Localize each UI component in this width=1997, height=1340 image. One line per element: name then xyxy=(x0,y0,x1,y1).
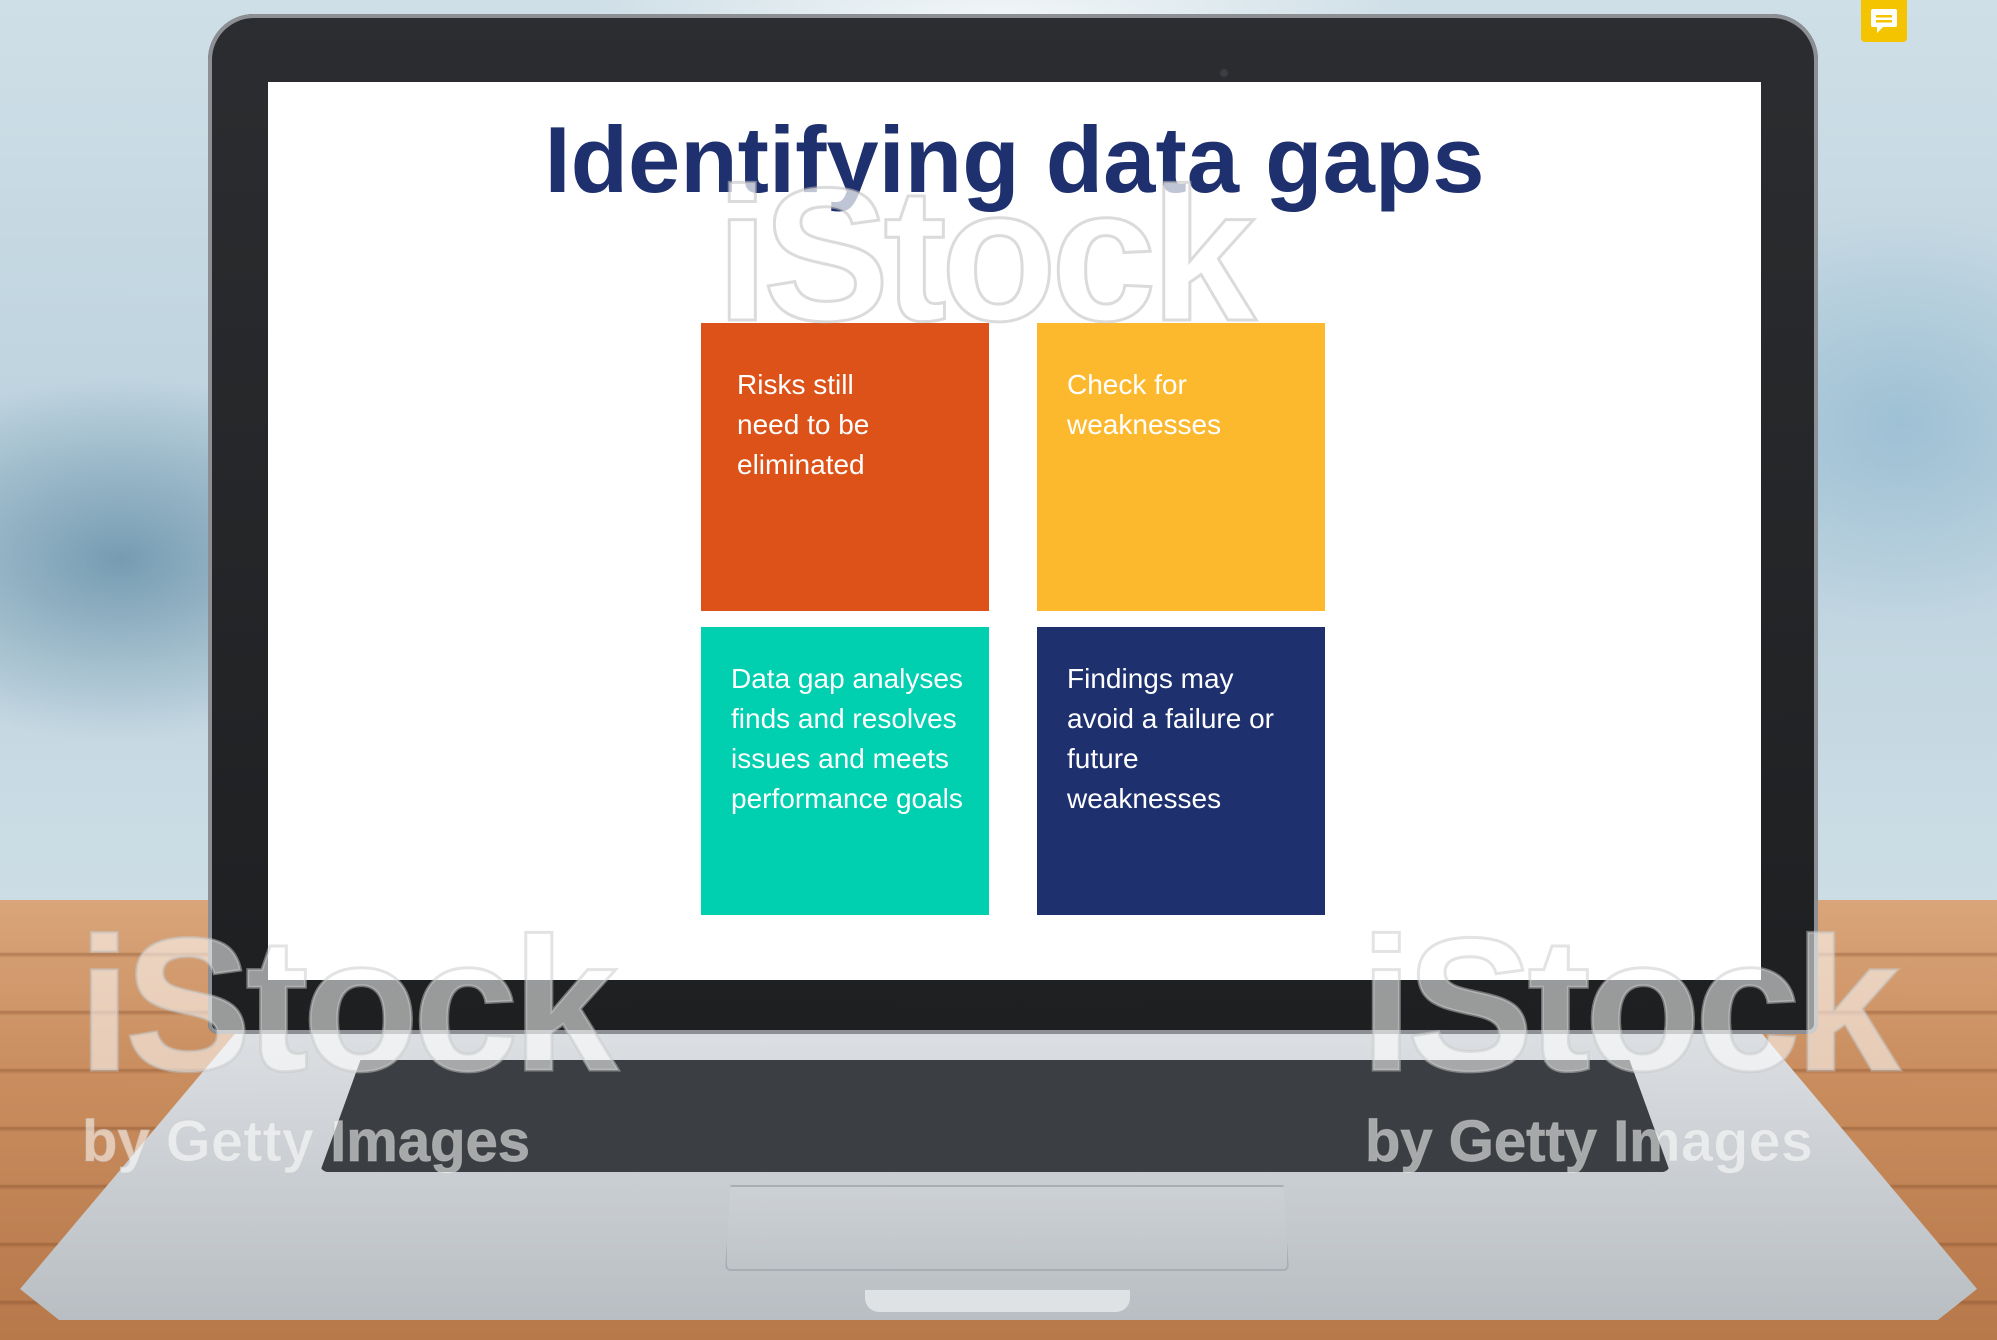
laptop-keyboard xyxy=(320,1060,1670,1172)
tile-risks-text: Risks still need to be eliminated xyxy=(737,369,870,480)
camera-icon xyxy=(1220,69,1228,77)
tile-check-weaknesses-text: Check for weaknesses xyxy=(1067,369,1222,440)
comment-icon xyxy=(1871,9,1897,33)
comment-button[interactable] xyxy=(1861,0,1907,42)
tile-data-gap-analyses-text: Data gap analyses finds and resolves iss… xyxy=(731,663,963,814)
tile-data-gap-analyses: Data gap analyses finds and resolves iss… xyxy=(701,627,989,915)
tile-findings: Findings may avoid a failure or future w… xyxy=(1037,627,1325,915)
slide-title: Identifying data gaps xyxy=(544,107,1485,212)
tile-check-weaknesses: Check for weaknesses xyxy=(1037,323,1325,611)
tile-findings-text: Findings may avoid a failure or future w… xyxy=(1067,663,1275,814)
laptop-screen: Identifying data gaps Risks still need t… xyxy=(268,82,1761,980)
tile-risks: Risks still need to be eliminated xyxy=(701,323,989,611)
laptop-notch xyxy=(865,1290,1130,1312)
laptop-trackpad xyxy=(725,1185,1289,1271)
